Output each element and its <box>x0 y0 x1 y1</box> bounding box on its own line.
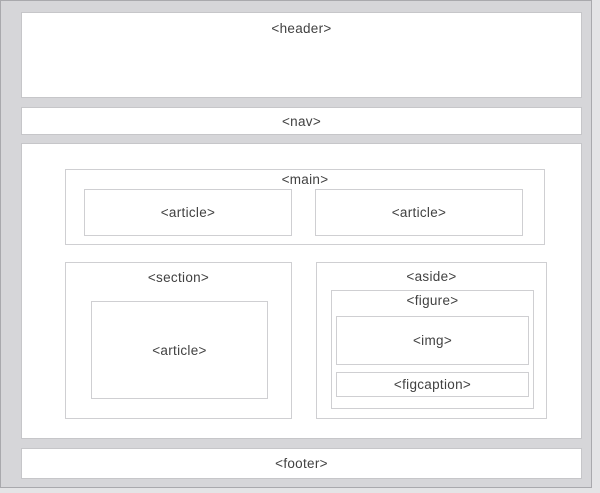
footer-tag-label: <footer> <box>275 456 328 471</box>
section-box: <section> <article> <box>65 262 292 419</box>
figcaption-tag-label: <figcaption> <box>393 377 472 392</box>
main-article-right-box: <article> <box>315 189 523 236</box>
section-article-tag-label: <article> <box>152 342 207 358</box>
aside-tag-label: <aside> <box>406 269 457 284</box>
header-box: <header> <box>21 12 582 98</box>
figure-tag-label: <figure> <box>406 293 459 308</box>
figure-box: <figure> <img> <figcaption> <box>331 290 534 409</box>
footer-box: <footer> <box>21 448 582 479</box>
img-box: <img> <box>336 316 529 365</box>
section-tag-label: <section> <box>147 270 210 285</box>
header-tag-label: <header> <box>271 21 332 36</box>
main-tag-label: <main> <box>281 172 329 187</box>
content-box: <main> <article> <article> <section> <ar… <box>21 143 582 439</box>
aside-box: <aside> <figure> <img> <figcaption> <box>316 262 547 419</box>
nav-tag-label: <nav> <box>281 113 322 129</box>
layout-diagram-panel: <header> <nav> <main> <article> <article… <box>0 0 592 488</box>
section-article-box: <article> <box>91 301 268 399</box>
main-box: <main> <article> <article> <box>65 169 545 245</box>
figcaption-box: <figcaption> <box>336 372 529 397</box>
nav-box: <nav> <box>21 107 582 135</box>
img-tag-label: <img> <box>412 333 453 348</box>
main-article-right-tag-label: <article> <box>391 205 447 220</box>
main-article-left-box: <article> <box>84 189 292 236</box>
main-article-left-tag-label: <article> <box>160 205 216 220</box>
